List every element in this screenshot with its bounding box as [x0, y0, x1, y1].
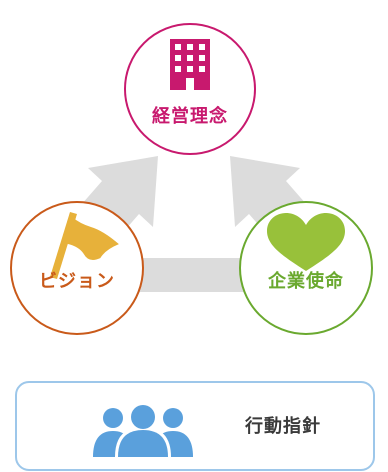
node-kigyou-shimei: 企業使命 — [239, 201, 373, 335]
node-label: 経営理念 — [152, 106, 228, 127]
node-vision: ビジョン — [10, 201, 144, 335]
card-label: 行動指針 — [245, 416, 321, 437]
heart-icon — [267, 213, 345, 271]
node-label: ビジョン — [39, 271, 115, 292]
node-label: 企業使命 — [268, 271, 344, 292]
people-icon — [93, 403, 193, 457]
card-koudou-shishin: 行動指針 — [15, 381, 375, 471]
node-keiei-rinen: 経営理念 — [124, 23, 256, 155]
building-icon — [170, 39, 210, 90]
flag-icon — [50, 212, 119, 279]
